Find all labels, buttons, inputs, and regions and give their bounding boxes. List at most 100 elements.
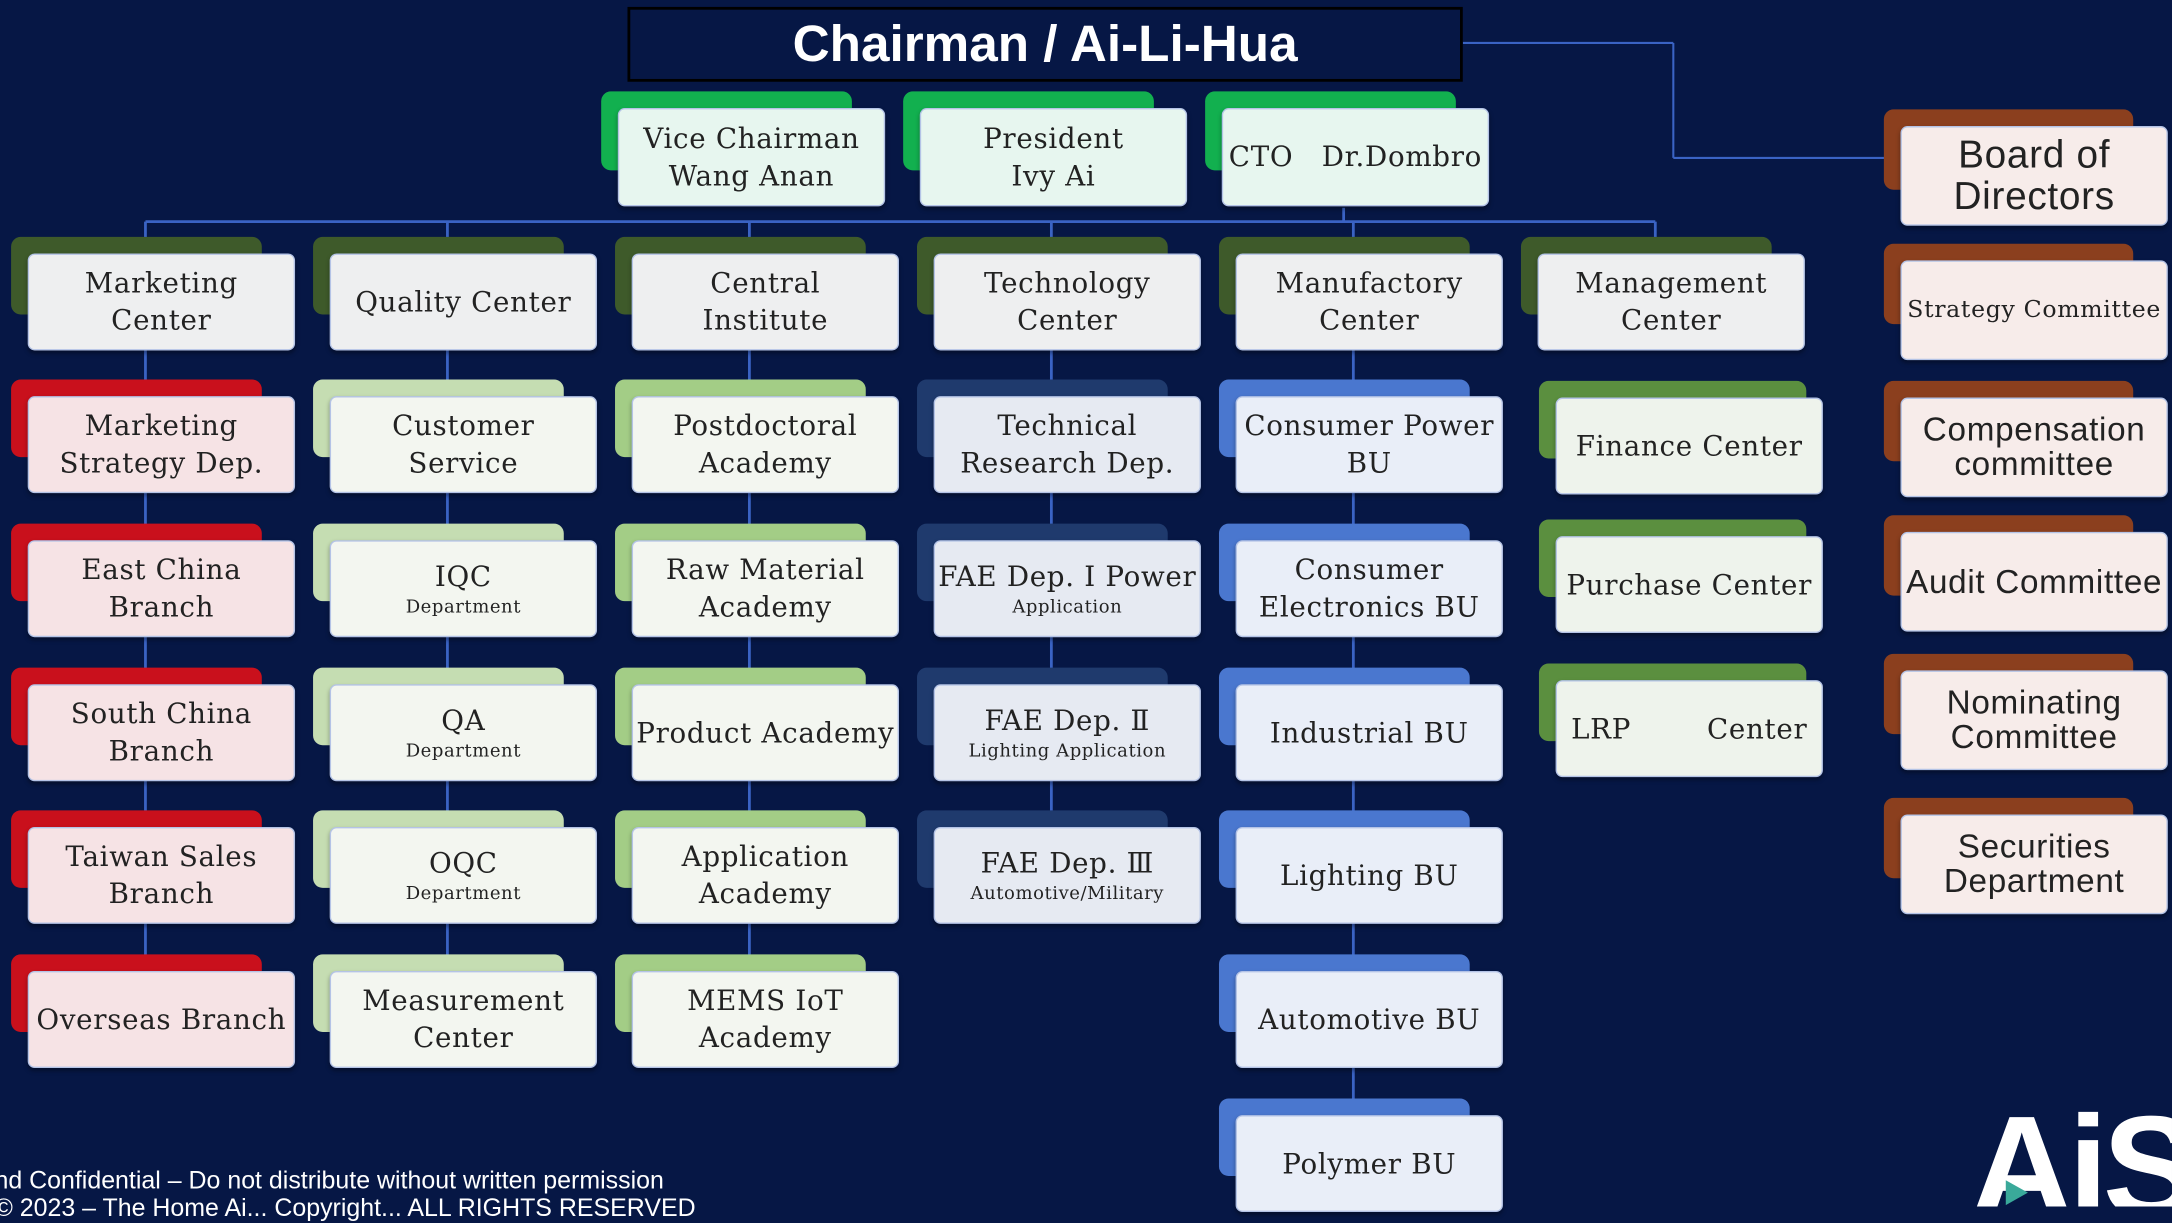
box-text-line: Directors <box>1953 174 2115 218</box>
box-text-line: South China <box>70 696 252 731</box>
chairman-title: Chairman / Ai-Li-Hua <box>627 6 1463 82</box>
box-text-line: Management <box>1575 265 1768 300</box>
box-text-line: Consumer Power <box>1244 408 1495 442</box>
box-text-line: Product Academy <box>636 715 895 749</box>
box-text-line: Electronics BU <box>1258 590 1480 624</box>
box-text-line: Technology <box>984 265 1151 300</box>
box-label-panel: Quality Center <box>329 253 598 351</box>
box-text-line: FAE Dep. Ⅲ <box>980 846 1155 880</box>
box-subtext: Department <box>405 597 522 618</box>
ais-logo: AiS <box>1970 1094 2172 1206</box>
box-text-line: MEMS IoT <box>687 983 844 1017</box>
logo-text: AiS <box>1969 1094 2172 1207</box>
box-text-line: Strategy Committee <box>1907 295 2162 324</box>
box-text-line: Center <box>1319 303 1420 337</box>
box-text-line: Manufactory <box>1275 265 1463 300</box>
box-label-panel: FAE Dep. Ⅲ Automotive/Military <box>933 826 1201 924</box>
box-label-panel: Polymer BU <box>1235 1115 1503 1213</box>
box-subtext: Department <box>405 741 522 762</box>
box-text-line: Academy <box>698 876 832 911</box>
box-text-line: Consumer <box>1294 552 1444 586</box>
box-label-panel: Strategy Committee <box>1900 260 2168 361</box>
box-text-line: Branch <box>108 734 215 768</box>
box-text-line: Marketing <box>84 408 238 442</box>
box-label-panel: QA Department <box>329 684 598 782</box>
box-text-line: Compensation <box>1922 411 2146 449</box>
box-text-line: President <box>983 121 1124 155</box>
footer-copyright: © 2023 – The Home Ai... Copyright... ALL… <box>0 1194 696 1222</box>
box-text-line: Branch <box>108 876 215 911</box>
box-text-line: QA <box>441 703 486 737</box>
box-text-line: BU <box>1346 446 1392 480</box>
box-subtext: Automotive/Military <box>970 883 1165 905</box>
box-text-line: Academy <box>698 590 832 624</box>
box-text-line: Technical <box>997 408 1138 442</box>
box-text-line: FAE Dep. Ⅰ Power <box>938 559 1197 593</box>
box-text-line: Customer <box>392 408 535 442</box>
box-text-line: Lighting BU <box>1279 858 1459 892</box>
box-subtext: Application <box>1012 597 1123 618</box>
box-label-panel: Purchase Center <box>1555 536 1823 634</box>
box-label-panel: Lighting BU <box>1235 826 1503 924</box>
box-text-line: Research Dep. <box>960 446 1175 480</box>
box-text-line: Raw Material <box>665 552 865 586</box>
box-text-line: Finance Center <box>1575 428 1803 462</box>
box-text-line: Automotive BU <box>1258 1002 1481 1036</box>
box-label-panel: Audit Committee <box>1900 531 2168 632</box>
box-text-line: Audit Committee <box>1906 563 2163 601</box>
box-label-panel: LRP Center <box>1555 680 1823 778</box>
box-text-line: Marketing <box>84 265 238 300</box>
box-label-panel: Overseas Branch <box>27 971 296 1068</box>
box-text-line: Overseas Branch <box>36 1002 287 1036</box>
box-text-line: Department <box>1943 862 2125 901</box>
box-text-line: East China <box>81 552 242 586</box>
box-text-line: Measurement <box>362 983 565 1017</box>
box-subtext: Lighting Application <box>968 741 1167 762</box>
box-text-line: Postdoctoral <box>673 408 858 442</box>
box-text-line: OQC <box>428 846 498 880</box>
box-text-line: Wang Anan <box>668 158 835 192</box>
box-text-line: Center <box>111 303 212 337</box>
box-text-line: Quality Center <box>355 284 572 318</box>
footer-confidential: nd Confidential – Do not distribute with… <box>0 1166 664 1195</box>
box-text-line: Purchase Center <box>1566 567 1813 601</box>
box-text-line: Center <box>1621 303 1722 337</box>
box-text-line: Academy <box>698 446 832 480</box>
box-label-panel: Industrial BU <box>1235 684 1503 782</box>
box-text-line: Vice Chairman <box>643 121 860 155</box>
box-text-line: Branch <box>108 590 215 624</box>
box-text-line: Securities <box>1957 828 2111 866</box>
box-text-line: Center <box>1017 303 1118 337</box>
box-text-line: Center <box>413 1020 514 1055</box>
box-text-line: Institute <box>702 303 829 337</box>
box-text-line: Academy <box>698 1020 832 1055</box>
box-text-line: Strategy Dep. <box>59 446 264 480</box>
box-label-panel: Finance Center <box>1555 397 1823 495</box>
box-label-panel: CTO Dr.Dombro <box>1221 108 1490 207</box>
box-text-line: Service <box>408 446 519 480</box>
box-text-line: Board of <box>1958 132 2111 176</box>
